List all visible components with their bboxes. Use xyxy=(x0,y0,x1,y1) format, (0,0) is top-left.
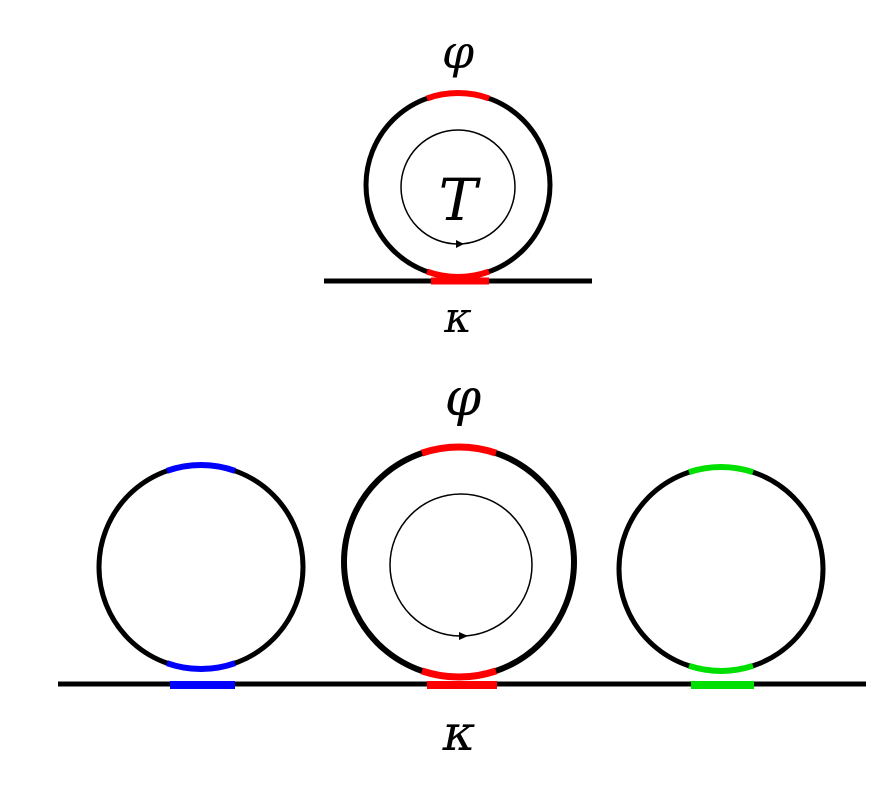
bottom-left-ring-top-segment xyxy=(166,462,236,474)
bottom-left-ring xyxy=(96,462,306,672)
bottom-right-ring xyxy=(616,464,826,674)
bottom-center-ring-top-segment xyxy=(420,443,498,457)
top-system: φ T κ xyxy=(324,25,592,342)
top-ring-phase-segment xyxy=(425,90,491,102)
bottom-phase-label: φ xyxy=(445,368,482,428)
bottom-coupling-label: κ xyxy=(442,704,476,762)
top-ring-coupling-segment xyxy=(425,268,491,280)
bottom-right-ring-top-segment xyxy=(688,464,754,476)
bottom-circulation-arrow-icon xyxy=(459,632,468,640)
top-coupling-label: κ xyxy=(443,293,472,342)
top-phase-label: φ xyxy=(442,25,475,79)
bottom-left-ring-bottom-segment xyxy=(166,660,236,672)
bottom-right-ring-bottom-segment xyxy=(688,662,754,674)
bottom-center-ring-bottom-segment xyxy=(420,667,498,681)
bottom-center-inner-circulation-circle xyxy=(389,493,533,637)
bottom-system: φ κ xyxy=(58,368,866,762)
top-center-label: T xyxy=(439,166,482,234)
bottom-center-ring xyxy=(341,444,577,680)
top-circulation-arrow-icon xyxy=(456,240,464,248)
